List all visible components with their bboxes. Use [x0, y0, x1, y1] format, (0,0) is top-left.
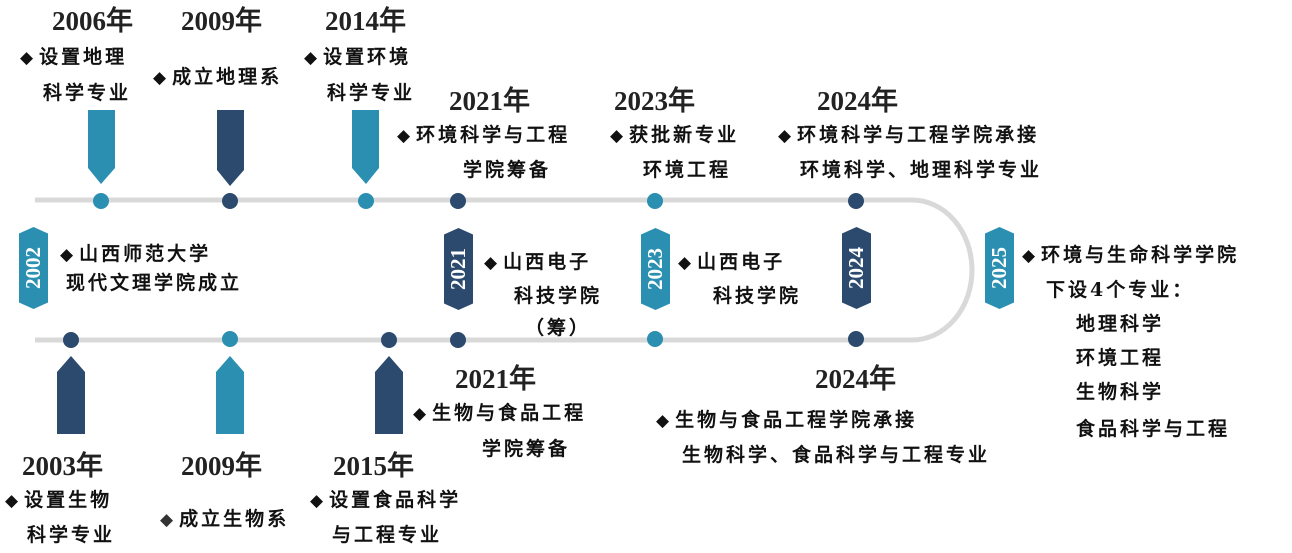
event-2024-bottom-line1: ◆生物与食品工程学院承接 [656, 409, 918, 431]
year-2009-top: 2009年 [181, 6, 262, 36]
dot-2014 [358, 193, 374, 209]
event-2014-line2: 科学专业 [327, 82, 416, 104]
event-2021-mid-line1: ◆山西电子 [484, 251, 592, 273]
event-2015-line2: 与工程专业 [332, 524, 443, 546]
year-2023: 2023年 [614, 86, 695, 116]
year-2021-bottom: 2021年 [455, 364, 536, 394]
event-2021-mid-line2: 科技学院 [514, 285, 603, 307]
major-item: 环境工程 [1076, 347, 1165, 369]
dot-2015 [381, 332, 397, 348]
event-2023-mid-line1: ◆山西电子 [678, 251, 786, 273]
event-2021-bottom-line1: ◆生物与食品工程 [413, 402, 587, 424]
event-2002-line2: 现代文理学院成立 [66, 272, 243, 294]
event-2015-line1: ◆设置食品科学 [310, 489, 462, 511]
event-2023-line1: ◆获批新专业 [610, 124, 740, 146]
year-2014: 2014年 [325, 6, 406, 36]
badge-2021: 2021 [444, 228, 473, 310]
pennant-2006 [88, 110, 115, 184]
event-2023-line2: 环境工程 [643, 159, 732, 181]
major-item: 地理科学 [1076, 313, 1165, 335]
event-2024-bottom-line2: 生物科学、食品科学与工程专业 [682, 444, 991, 466]
event-2002-line1: ◆山西师范大学 [60, 243, 212, 265]
event-2006-line1: ◆设置地理 [20, 46, 128, 68]
pennant-2003 [57, 356, 85, 434]
pennant-2015 [375, 356, 403, 434]
major-item: 生物科学 [1076, 381, 1165, 403]
event-2009-bottom: ◆成立生物系 [160, 508, 290, 530]
major-item: 食品科学与工程 [1076, 418, 1231, 440]
year-2003: 2003年 [22, 451, 103, 481]
event-2021-top-line2: 学院筹备 [463, 159, 552, 181]
event-2009-top: ◆成立地理系 [153, 66, 283, 88]
badge-2023: 2023 [641, 228, 670, 310]
pennant-2009-top [217, 110, 244, 186]
dot-2024-top [848, 193, 864, 209]
dot-2024-bottom [848, 331, 864, 347]
event-2021-top-line1: ◆环境科学与工程 [397, 124, 571, 146]
year-2006: 2006年 [52, 6, 133, 36]
event-2021-bottom-line2: 学院筹备 [482, 438, 571, 460]
dot-2021-top [450, 193, 466, 209]
dot-2003 [63, 332, 79, 348]
event-2024-top-line1: ◆环境科学与工程学院承接 [778, 124, 1040, 146]
year-2009-bottom: 2009年 [181, 451, 262, 481]
badge-2024: 2024 [842, 227, 871, 309]
pennant-2014 [352, 110, 379, 184]
dot-2023-bottom [647, 331, 663, 347]
badge-2025: 2025 [985, 227, 1014, 309]
event-2003-line1: ◆设置生物 [5, 489, 113, 511]
dot-2009-bottom [222, 331, 238, 347]
year-2015: 2015年 [333, 451, 414, 481]
year-2021-top: 2021年 [449, 86, 530, 116]
dot-2009-top [222, 193, 238, 209]
event-2003-line2: 科学专业 [27, 524, 116, 546]
event-2021-mid-line3: （筹） [525, 317, 592, 339]
event-2006-line2: 科学专业 [43, 82, 132, 104]
event-2025-line2: 下设4个专业： [1046, 279, 1195, 301]
year-2024-bottom: 2024年 [815, 364, 896, 394]
pennant-2009-bottom [216, 356, 244, 434]
event-2023-mid-line2: 科技学院 [713, 285, 802, 307]
event-2014-line1: ◆设置环境 [304, 46, 412, 68]
year-2024-top: 2024年 [817, 86, 898, 116]
dot-2023-top [647, 193, 663, 209]
event-2025-line1: ◆环境与生命科学学院 [1022, 244, 1240, 266]
dot-2021-bottom [450, 332, 466, 348]
dot-2006 [93, 193, 109, 209]
badge-2002: 2002 [19, 227, 48, 309]
event-2024-top-line2: 环境科学、地理科学专业 [800, 159, 1043, 181]
